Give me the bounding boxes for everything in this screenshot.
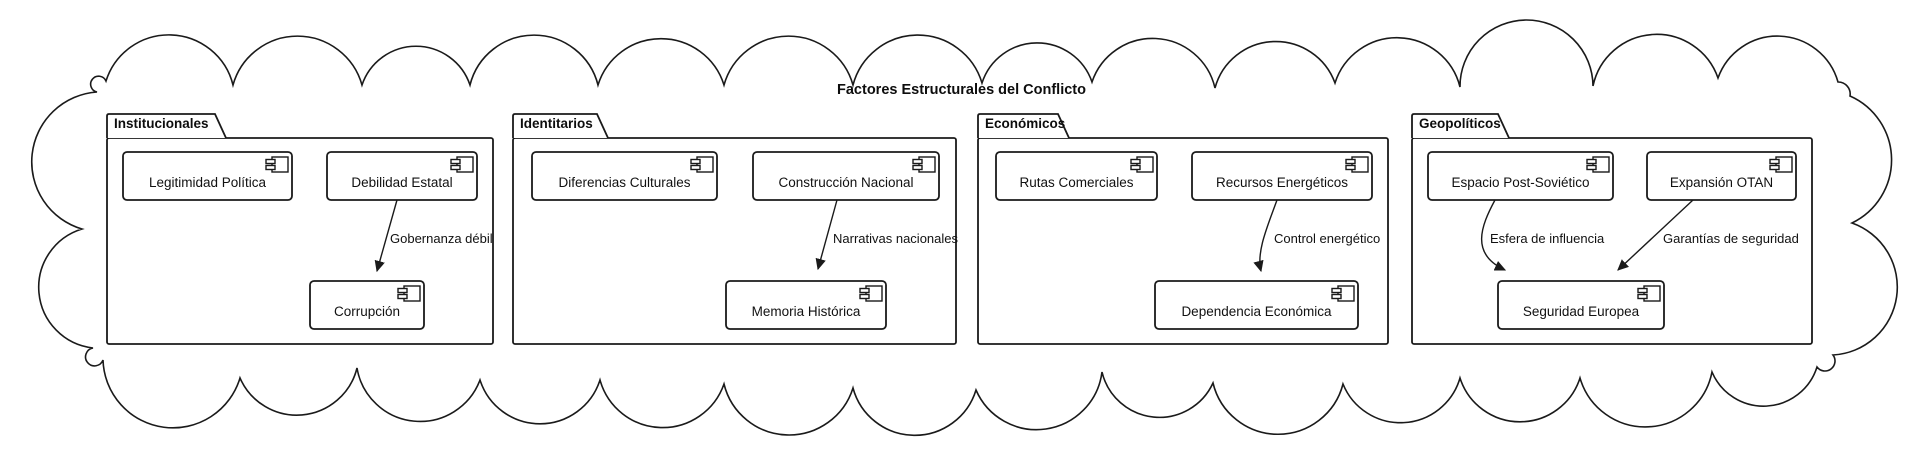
package-economicos-name: Económicos (985, 116, 1066, 131)
package-geopoliticos-tab (1411, 113, 1510, 139)
component-debilidad-estatal-box (326, 151, 478, 201)
edge-label-control-energetico: Control energético (1274, 231, 1381, 246)
package-institucionales-tab (106, 113, 227, 139)
component-memoria-historica-label: Memoria Histórica (751, 304, 861, 319)
component-recursos-energeticos-label: Recursos Energéticos (1215, 175, 1349, 190)
edge-label-esfera-de-influencia: Esfera de influencia (1490, 231, 1605, 246)
component-dependencia-economica-label: Dependencia Económica (1181, 304, 1332, 319)
edge-construccion-memoria (815, 199, 838, 271)
component-corrupcion-box (309, 280, 425, 330)
component-recursos-energeticos-box (1191, 151, 1373, 201)
component-diferencias-culturales-label: Diferencias Culturales (558, 175, 691, 190)
component-diferencias-culturales-box (531, 151, 718, 201)
component-legitimidad-politica-box (122, 151, 293, 201)
package-geopoliticos-name: Geopolíticos (1419, 116, 1501, 131)
component-espacio-post-sovietico-label: Espacio Post-Soviético (1451, 175, 1590, 190)
component-construccion-nacional-label: Construcción Nacional (778, 175, 914, 190)
edge-label-narrativas-nacionales: Narrativas nacionales (833, 231, 959, 246)
component-debilidad-estatal-label: Debilidad Estatal (351, 175, 453, 190)
package-economicos-tab (977, 113, 1070, 139)
edge-debilidad-corrupcion (374, 199, 398, 273)
component-memoria-historica-box (725, 280, 887, 330)
edge-expansion-seguridad (1617, 199, 1694, 271)
component-construccion-nacional-box (752, 151, 940, 201)
component-expansion-otan-box (1646, 151, 1797, 201)
edge-label-garantias-de-seguridad: Garantías de seguridad (1663, 231, 1799, 246)
component-rutas-comerciales-box (995, 151, 1158, 201)
package-identitarios-tab (512, 113, 609, 139)
package-institucionales-name: Institucionales (114, 116, 209, 131)
edge-espacio-seguridad (1480, 199, 1507, 271)
component-seguridad-europea-box (1497, 280, 1665, 330)
component-rutas-comerciales-label: Rutas Comerciales (1019, 175, 1134, 190)
component-corrupcion-label: Corrupción (333, 304, 401, 319)
diagram-title: Factores Estructurales del Conflicto (837, 82, 1086, 98)
component-dependencia-economica-box (1154, 280, 1359, 330)
component-legitimidad-politica-label: Legitimidad Política (148, 175, 267, 190)
package-identitarios-name: Identitarios (520, 116, 593, 131)
cloud-outline (30, 19, 1899, 437)
edge-recursos-dependencia (1253, 199, 1278, 273)
component-seguridad-europea-label: Seguridad Europea (1522, 304, 1640, 319)
edge-label-gobernanza-debil: Gobernanza débil (390, 231, 493, 246)
component-expansion-otan-label: Expansión OTAN (1669, 175, 1774, 190)
component-espacio-post-sovietico-box (1427, 151, 1614, 201)
